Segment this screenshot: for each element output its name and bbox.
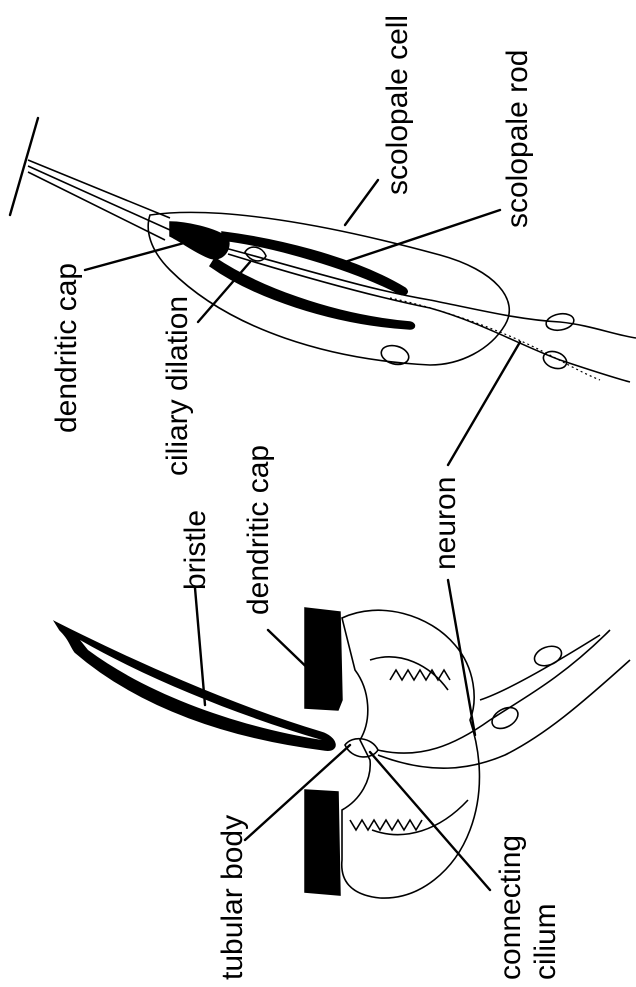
bristle-shaft — [55, 622, 335, 750]
scolopidium-organ — [10, 118, 636, 382]
label-scolopale-cell: scolopale cell — [381, 15, 414, 195]
label-bristle: bristle — [179, 510, 212, 590]
dendritic-cap-top-shape — [170, 222, 229, 259]
leader-dendritic-cap-top — [85, 240, 195, 270]
cuticle-upper — [305, 608, 342, 710]
microvilli-lower — [350, 820, 422, 830]
leader-connecting-cilium — [370, 752, 490, 890]
scolopale-rod-lower — [210, 258, 415, 329]
cuticle-lower — [305, 790, 340, 895]
leader-scolopale-cell — [345, 180, 378, 225]
neuron-nucleus-1 — [532, 643, 564, 669]
neuron-tail-top — [430, 300, 636, 382]
leader-scolopale-rod — [345, 210, 500, 262]
label-ciliary-dilation: ciliary dilation — [161, 296, 194, 476]
neuron-nucleus-2 — [488, 703, 521, 733]
label-tubular-body: tubular body — [216, 815, 249, 980]
label-scolopale-rod: scolopale rod — [501, 50, 534, 228]
label-neuron: neuron — [429, 477, 462, 570]
nucleus-2 — [541, 348, 569, 371]
microvilli-upper — [390, 670, 450, 680]
cap-attachment — [10, 118, 38, 215]
label-cilium: cilium — [529, 903, 562, 980]
leader-neuron-bottom — [448, 580, 475, 735]
label-connecting: connecting — [494, 835, 527, 980]
label-dendritic-cap-top: dendritic cap — [50, 263, 83, 433]
neuron-process-lines — [480, 635, 600, 700]
neuron-body-bottom — [378, 630, 630, 768]
label-dendritic-cap-bottom: dendritic cap — [242, 445, 275, 615]
